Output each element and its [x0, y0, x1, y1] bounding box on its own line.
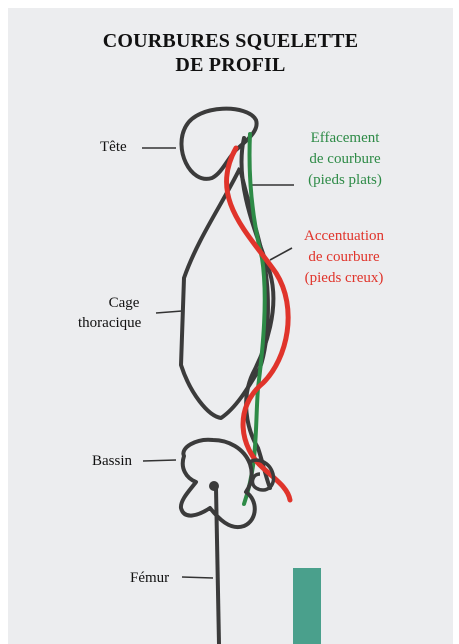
ribcage-leader-line	[156, 311, 182, 313]
flattening-note-line-1: Effacement	[292, 128, 398, 149]
head-label: Tête	[100, 138, 127, 157]
flattening-note-line-3: (pieds plats)	[292, 170, 398, 191]
flattening-note: Effacement de courbure (pieds plats)	[292, 128, 398, 191]
femur-leader-line	[182, 577, 213, 578]
accentuation-note-line-1: Accentuation	[288, 226, 400, 247]
flattening-note-line-2: de courbure	[292, 149, 398, 170]
head-outline	[181, 109, 256, 179]
ribcage-label-line-2: thoracique	[78, 314, 141, 333]
ribcage-outline	[181, 168, 268, 418]
femur-bone	[216, 488, 219, 644]
accentuation-note: Accentuation de courbure (pieds creux)	[288, 226, 400, 289]
ribcage-label-line-1: Cage	[102, 294, 146, 313]
pelvis-leader-line	[143, 460, 176, 461]
accentuation-note-line-2: de courbure	[288, 247, 400, 268]
drawing-sheet: COURBURES SQUELETTE DE PROFIL Tête Cage …	[8, 8, 453, 644]
skeleton-profile-drawing	[8, 8, 453, 644]
teal-tab-marker	[293, 568, 321, 644]
femur-label: Fémur	[130, 569, 169, 588]
accentuation-note-line-3: (pieds creux)	[288, 268, 400, 289]
pelvis-label: Bassin	[92, 452, 132, 471]
